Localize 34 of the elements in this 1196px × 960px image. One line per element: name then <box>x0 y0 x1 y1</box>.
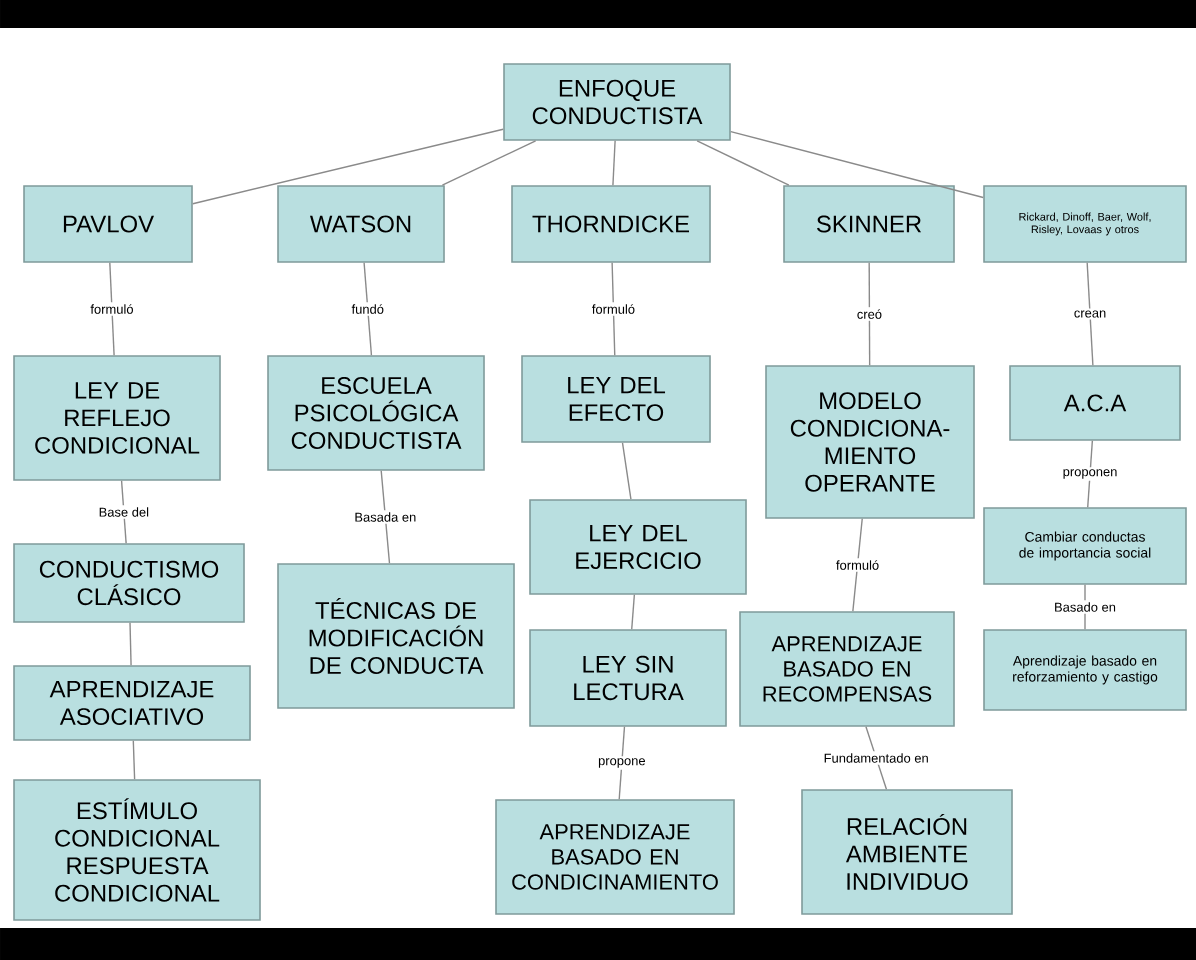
concept-box: MODELO CONDICIONA- MIENTO OPERANTE <box>765 365 975 519</box>
concept-box: THORNDICKE <box>511 185 711 263</box>
concept-box: LEY SIN LECTURA <box>529 629 727 727</box>
connector-line <box>1086 262 1094 366</box>
concept-box: ESCUELA PSICOLÓGICA CONDUCTISTA <box>267 355 485 471</box>
connector-line <box>109 262 115 356</box>
connector-line <box>852 518 863 612</box>
connector-line <box>631 594 636 630</box>
concept-box: PAVLOV <box>23 185 193 263</box>
concept-box: ESTÍMULO CONDICIONAL RESPUESTA CONDICIONAL <box>13 779 261 921</box>
connector-line <box>363 262 373 356</box>
connector-line <box>621 442 632 500</box>
connector-line <box>192 128 504 205</box>
concept-box: ENFOQUE CONDUCTISTA <box>503 63 731 141</box>
connector-line <box>129 622 132 666</box>
concept-box: LEY DEL EFECTO <box>521 355 711 443</box>
connector-line <box>441 140 537 186</box>
connector-line <box>132 740 136 780</box>
concept-box: WATSON <box>277 185 445 263</box>
concept-box: A.C.A <box>1009 365 1181 441</box>
concept-box: LEY DEL EJERCICIO <box>529 499 747 595</box>
connector-line <box>868 262 871 366</box>
concept-box: APRENDIZAJE BASADO EN RECOMPENSAS <box>739 611 955 727</box>
concept-box: TÉCNICAS DE MODIFICACIÓN DE CONDUCTA <box>277 563 515 709</box>
connector-line <box>612 140 616 186</box>
connector-line <box>611 262 616 356</box>
connector-line <box>696 140 790 186</box>
concept-box: CONDUCTISMO CLÁSICO <box>13 543 245 623</box>
concept-box: SKINNER <box>783 185 955 263</box>
concept-box: RELACIÓN AMBIENTE INDIVIDUO <box>801 789 1013 915</box>
concept-box: LEY DE REFLEJO CONDICIONAL <box>13 355 221 481</box>
connector-line <box>730 130 984 199</box>
concept-box: APRENDIZAJE ASOCIATIVO <box>13 665 251 741</box>
concept-box: APRENDIZAJE BASADO EN CONDICINAMIENTO <box>495 799 735 915</box>
